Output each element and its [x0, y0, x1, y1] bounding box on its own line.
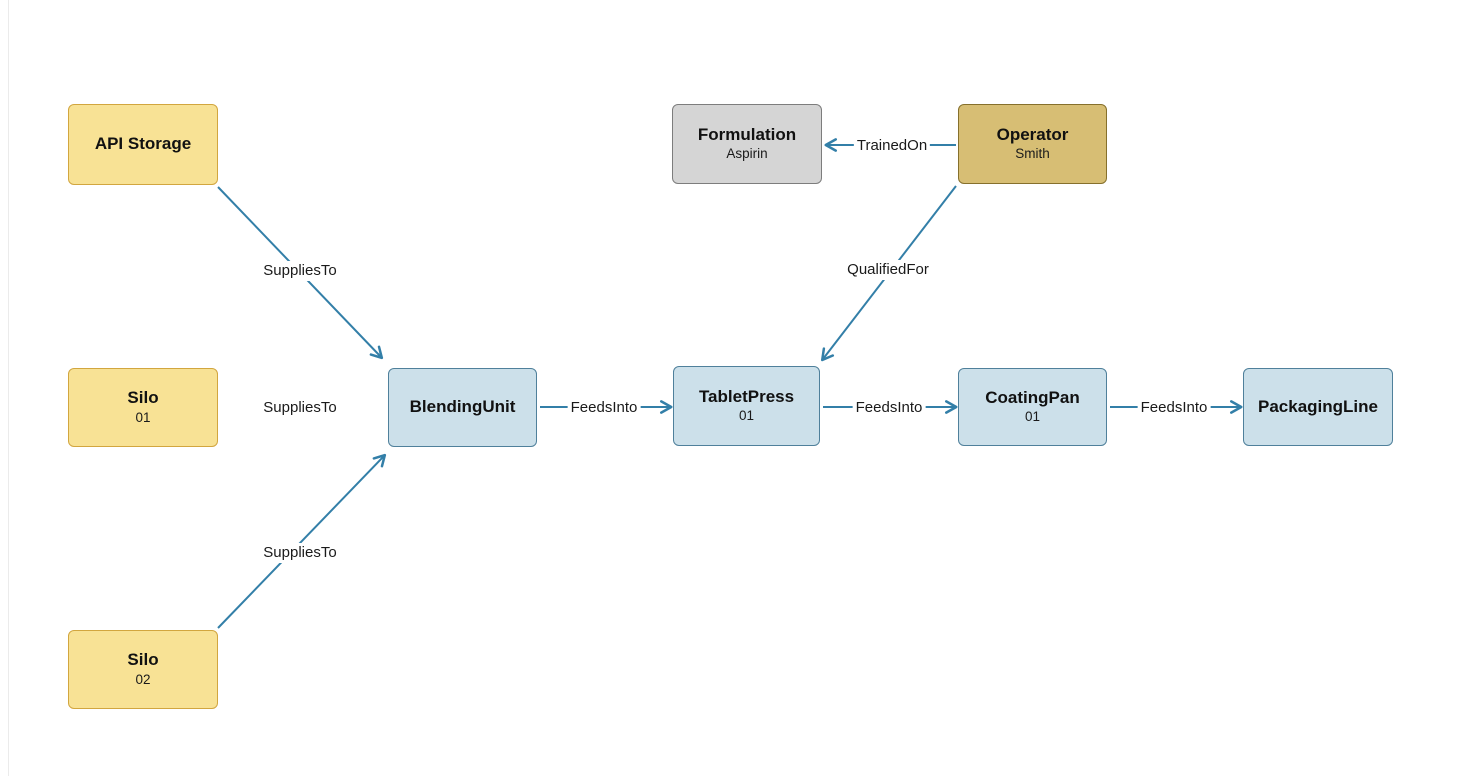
edge-label-api-storage-supplies-blending-unit: SuppliesTo — [260, 261, 340, 281]
node-title-operator: Operator — [996, 124, 1069, 144]
node-title-blending-unit: BlendingUnit — [409, 397, 516, 417]
node-title-silo-01: Silo — [127, 388, 159, 408]
edge-label-blending-unit-feeds-tablet-press: FeedsInto — [567, 398, 641, 418]
node-subtitle-silo-01: 01 — [135, 409, 151, 425]
edge-silo-02-supplies-blending-unit — [217, 453, 387, 629]
edge-label-silo-02-supplies-blending-unit: SuppliesTo — [260, 543, 340, 563]
node-title-packaging-line: PackagingLine — [1258, 396, 1378, 416]
node-subtitle-formulation: Aspirin — [726, 146, 768, 162]
edge-label-silo-01-supplies-blending-unit: SuppliesTo — [260, 398, 340, 418]
edge-label-coating-pan-feeds-packaging-line: FeedsInto — [1137, 398, 1211, 418]
page-edge-line — [8, 0, 9, 776]
node-title-silo-02: Silo — [127, 650, 159, 670]
node-blending-unit[interactable]: BlendingUnit — [388, 368, 537, 447]
node-subtitle-tablet-press: 01 — [738, 408, 755, 424]
node-tablet-press[interactable]: TabletPress 01 — [673, 366, 820, 446]
edge-label-operator-trained-on-formulation: TrainedOn — [853, 136, 931, 156]
node-packaging-line[interactable]: PackagingLine — [1243, 368, 1393, 446]
edge-label-operator-qualified-for-tablet-press: QualifiedFor — [844, 260, 932, 280]
node-title-tablet-press: TabletPress — [698, 386, 795, 406]
edge-label-tablet-press-feeds-coating-pan: FeedsInto — [852, 398, 926, 418]
node-title-formulation: Formulation — [697, 124, 797, 144]
node-title-coating-pan: CoatingPan — [985, 387, 1080, 407]
node-subtitle-silo-02: 02 — [135, 671, 151, 687]
node-api-storage[interactable]: API Storage — [68, 104, 218, 185]
node-title-api-storage: API Storage — [94, 134, 192, 154]
node-subtitle-operator: Smith — [1015, 146, 1050, 162]
node-coating-pan[interactable]: CoatingPan 01 — [958, 368, 1107, 446]
node-subtitle-coating-pan: 01 — [1024, 409, 1041, 425]
